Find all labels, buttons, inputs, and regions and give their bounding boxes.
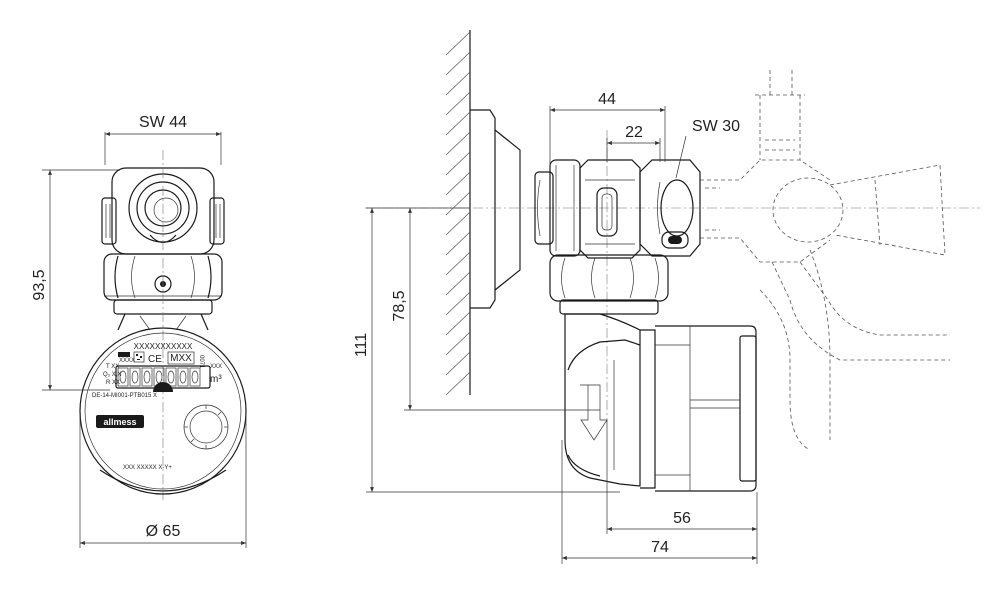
- flow-arrow-icon: [580, 384, 608, 441]
- unit-label: m³: [210, 374, 222, 385]
- brand-label: allmess: [103, 417, 136, 427]
- dim-sw30-label: SW 30: [692, 118, 740, 135]
- dim-74: 74: [561, 440, 758, 564]
- front-middle-ring: [103, 150, 223, 500]
- front-dial: XXXXXXXXXXX CE MXX 0071 XXXX T XX Q₃ X,X…: [79, 327, 247, 495]
- dim-56-label: 56: [673, 510, 691, 527]
- ce-mark: CE: [148, 354, 162, 365]
- small-label-1: XXXX: [119, 358, 135, 364]
- front-view: SW 44 93,5: [31, 114, 247, 548]
- side-window: [596, 187, 618, 237]
- small-label-3: Q₃ X,X: [103, 372, 121, 378]
- brand-badge: allmess: [96, 415, 144, 428]
- dial-indicator: [153, 382, 173, 392]
- dim-56: 56: [606, 420, 758, 534]
- side-view: 44 22 SW 30 78,5 111: [353, 30, 980, 564]
- side-screw: [661, 231, 689, 249]
- dim-sw30: SW 30: [675, 118, 740, 179]
- dim-sw44-label: SW 44: [139, 114, 187, 131]
- dim-93-5: 93,5: [31, 169, 120, 391]
- side-label-1: 0071: [198, 355, 204, 369]
- dim-44: 44: [549, 91, 666, 165]
- dim-111: 111: [353, 207, 620, 493]
- dim-78-5-label: 78,5: [391, 290, 408, 321]
- dim-sw44: SW 44: [104, 114, 222, 165]
- side-label-2: XXX: [210, 364, 222, 370]
- side-meter-head: [564, 313, 757, 492]
- front-neck: [117, 313, 209, 331]
- dim-111-label: 111: [353, 333, 370, 357]
- bottom-label: XXX XXXXX X-Y+: [123, 465, 172, 471]
- dim-93-5-label: 93,5: [31, 269, 48, 300]
- side-upper-body: [579, 159, 641, 259]
- dial-subdial: [183, 404, 229, 450]
- dial-serial: XXXXXXXXXXX: [134, 342, 193, 351]
- dim-78-5: 78,5: [391, 207, 600, 411]
- tap-outline: [700, 70, 950, 451]
- dim-44-label: 44: [598, 91, 616, 108]
- side-right-nut: [639, 159, 701, 257]
- wall: [445, 30, 521, 396]
- dim-diameter-label: Ø 65: [146, 523, 181, 540]
- small-label-4: R XX: [106, 380, 120, 386]
- dim-diameter: Ø 65: [79, 415, 247, 548]
- dim-22-label: 22: [625, 124, 643, 141]
- qr-code: [133, 351, 145, 363]
- meter-code: MXX: [170, 353, 192, 364]
- dim-74-label: 74: [651, 539, 669, 556]
- side-middle-ring: [549, 254, 669, 315]
- small-label-2: T XX: [106, 364, 119, 370]
- approval-number: DE-14-MI001-PTB015 X: [92, 393, 157, 399]
- dim-22: 22: [606, 124, 661, 162]
